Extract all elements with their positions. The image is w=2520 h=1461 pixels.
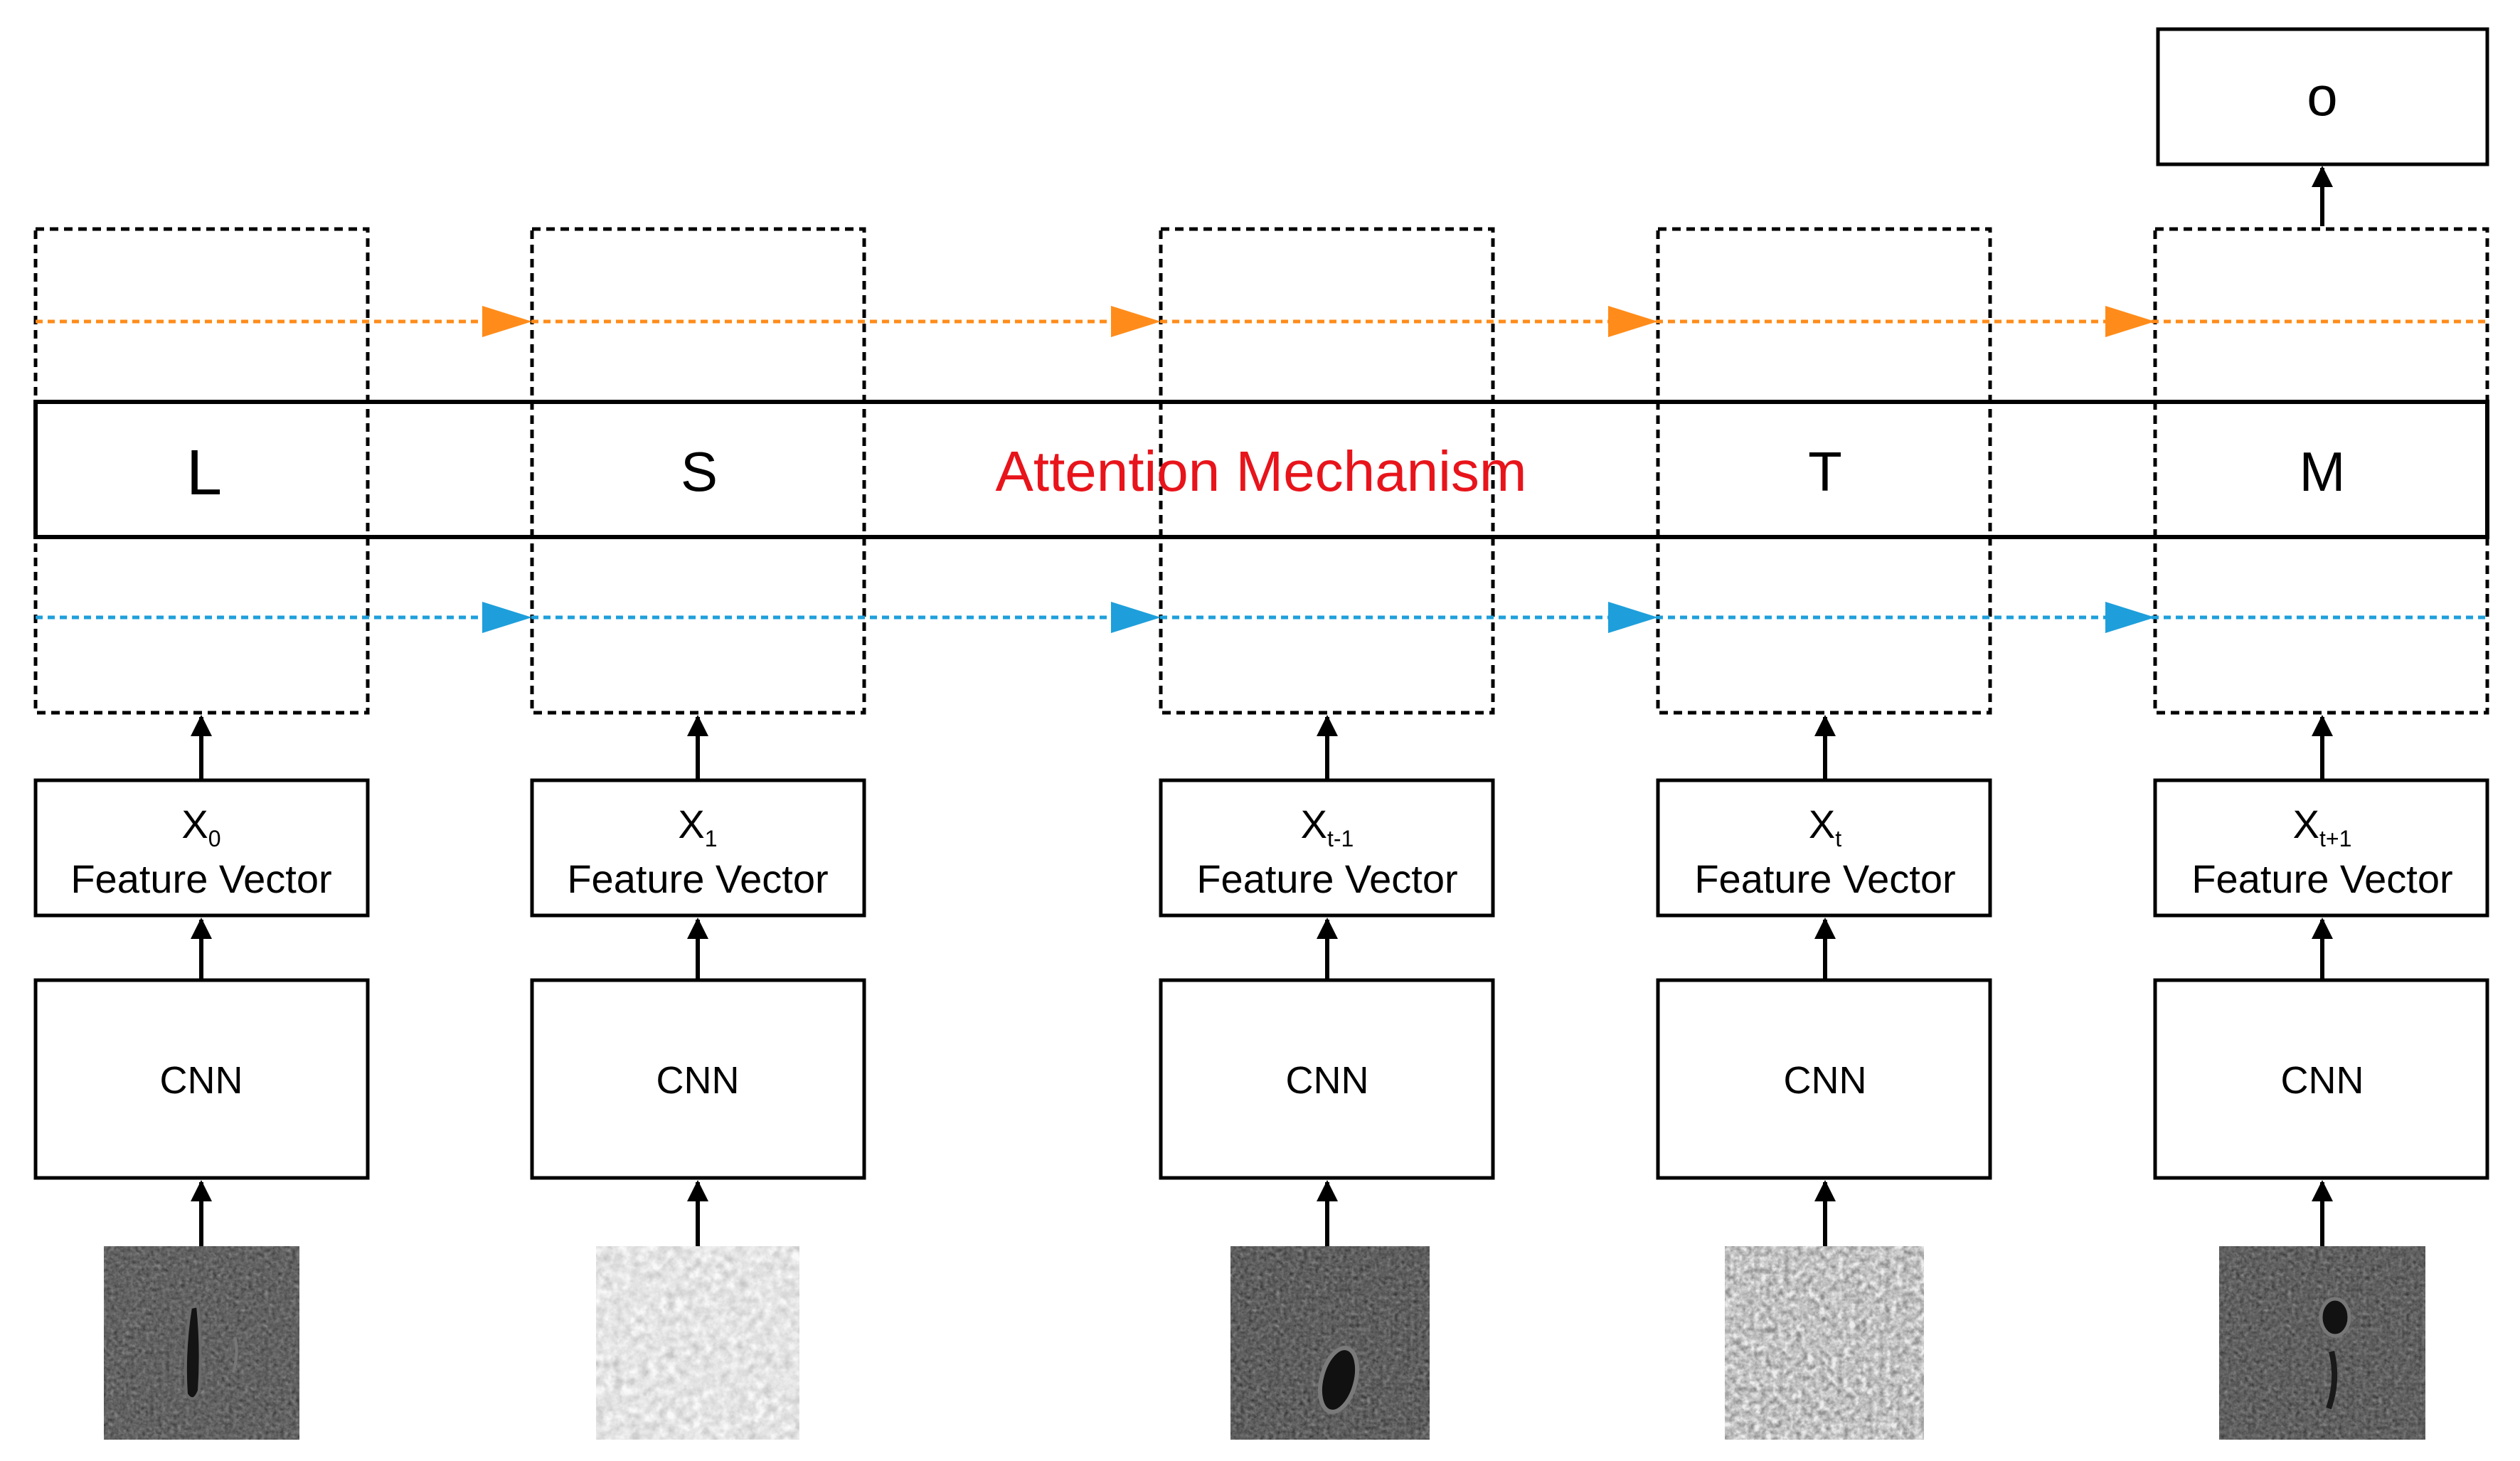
cnn-label: CNN	[656, 1059, 740, 1102]
orange-arrowhead-3	[1608, 306, 1658, 337]
feature-x-label: Xt	[1809, 802, 1841, 851]
output-node: o	[2156, 27, 2489, 166]
feature-vector-label: Feature Vector	[1196, 856, 1457, 901]
attention-label: Attention Mechanism	[995, 440, 1526, 503]
feature-x-label: X1	[678, 802, 717, 851]
feature-vector-box	[1159, 778, 1495, 918]
cell-box-3	[1656, 227, 1992, 715]
feature-x-label: X0	[181, 802, 220, 851]
step-column-1: X1 Feature Vector CNN	[530, 715, 866, 1440]
blue-arrowhead-2	[1111, 602, 1161, 633]
mechanism-letter-3: T	[1808, 440, 1842, 503]
feature-x-label: Xt-1	[1301, 802, 1354, 851]
cnn-box	[530, 978, 866, 1180]
feature-vector-label: Feature Vector	[70, 856, 331, 901]
cnn-label: CNN	[2281, 1059, 2364, 1102]
mechanism-letter-1: S	[681, 440, 718, 503]
input-thumbnail	[596, 1246, 799, 1440]
orange-arrowhead-1	[482, 306, 532, 337]
orange-flow	[36, 306, 2487, 337]
cell-box-1	[530, 227, 866, 715]
orange-arrowhead-2	[1111, 306, 1161, 337]
feature-vector-box	[1656, 778, 1992, 918]
blue-arrowhead-3	[1608, 602, 1658, 633]
step-column-0: X0 Feature Vector CNN	[33, 715, 370, 1440]
input-thumbnail	[1725, 1246, 1924, 1440]
feature-vector-label: Feature Vector	[1694, 856, 1955, 901]
input-thumbnail	[2219, 1246, 2425, 1440]
attention-band: L S Attention Mechanism T M	[33, 400, 2489, 539]
cnn-box	[33, 978, 370, 1180]
cnn-label: CNN	[1784, 1059, 1867, 1102]
cnn-box	[1159, 978, 1495, 1180]
cnn-label: CNN	[1286, 1059, 1369, 1102]
feature-vector-box	[530, 778, 866, 918]
feature-x-label: Xt+1	[2293, 802, 2352, 851]
step-column-3: Xt Feature Vector CNN	[1656, 715, 1992, 1440]
feature-vector-box	[33, 778, 370, 918]
feature-vector-label: Feature Vector	[2191, 856, 2452, 901]
cnn-label: CNN	[160, 1059, 243, 1102]
cell-box-0	[33, 227, 370, 715]
mechanism-letter-4: M	[2300, 440, 2346, 503]
cnn-box	[1656, 978, 1992, 1180]
blue-arrowhead-1	[482, 602, 532, 633]
feature-vector-label: Feature Vector	[567, 856, 828, 901]
mechanism-letter-0: L	[186, 437, 222, 509]
blue-flow	[36, 602, 2487, 633]
step-column-4: Xt+1 Feature Vector CNN	[2153, 715, 2489, 1440]
feature-vector-box	[2153, 778, 2489, 918]
orange-arrowhead-4	[2105, 306, 2155, 337]
input-thumbnail	[104, 1246, 299, 1440]
blue-arrowhead-4	[2105, 602, 2155, 633]
output-label: o	[2307, 65, 2337, 127]
cell-box-2	[1159, 227, 1495, 715]
cnn-box	[2153, 978, 2489, 1180]
input-thumbnail	[1230, 1246, 1430, 1440]
step-column-2: Xt-1 Feature Vector CNN	[1159, 715, 1495, 1440]
